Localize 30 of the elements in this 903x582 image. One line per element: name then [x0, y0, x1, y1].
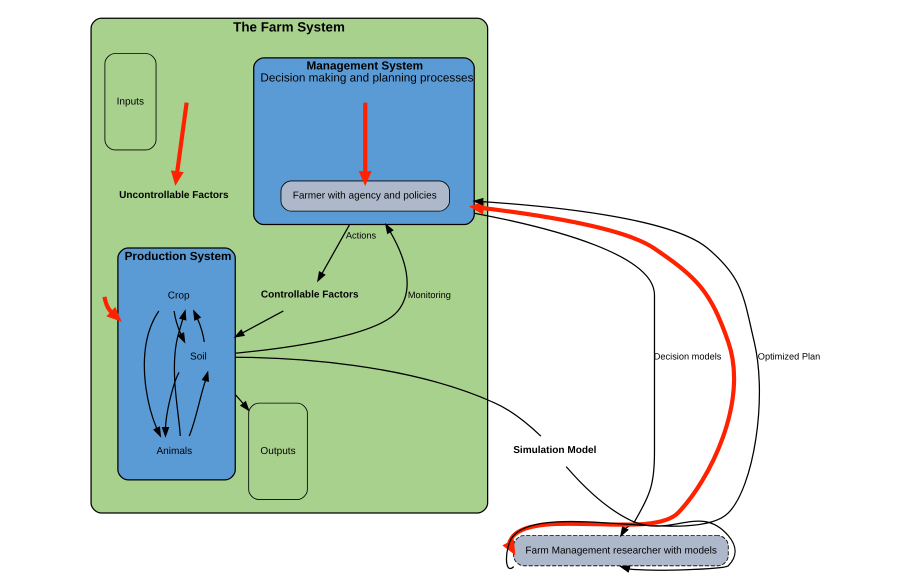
node-box: Outputs	[248, 402, 308, 500]
arrow	[173, 309, 186, 436]
arrow	[234, 222, 408, 354]
node-box: Farmer with agency and policies	[280, 180, 450, 212]
arrow	[188, 370, 208, 436]
arrow	[234, 394, 250, 412]
arrow	[565, 466, 736, 573]
arrow	[170, 102, 188, 186]
edge-label: Monitoring	[407, 290, 450, 300]
arrow	[358, 102, 372, 186]
arrow	[102, 296, 122, 322]
node-text: Controllable Factors	[260, 290, 358, 301]
arrow	[143, 310, 161, 438]
node-text: Uncontrollable Factors	[118, 190, 228, 201]
node-text: Soil	[189, 352, 206, 363]
arrow	[192, 309, 204, 342]
node-text: Crop	[167, 290, 190, 302]
arrow	[316, 224, 350, 282]
node-text: Simulation Model	[512, 445, 596, 456]
node-box: Inputs	[104, 53, 156, 150]
arrow	[161, 372, 180, 438]
edge-label: Decision models	[653, 351, 721, 362]
connector	[234, 356, 541, 437]
edge-label: Optimized Plan	[757, 351, 820, 362]
arrow	[474, 212, 655, 538]
arrow	[233, 310, 284, 338]
arrow	[172, 310, 185, 344]
node-text: Animals	[156, 446, 192, 457]
edge-label: Actions	[345, 230, 376, 241]
node-box: Farm Management researcher with models	[512, 535, 728, 566]
